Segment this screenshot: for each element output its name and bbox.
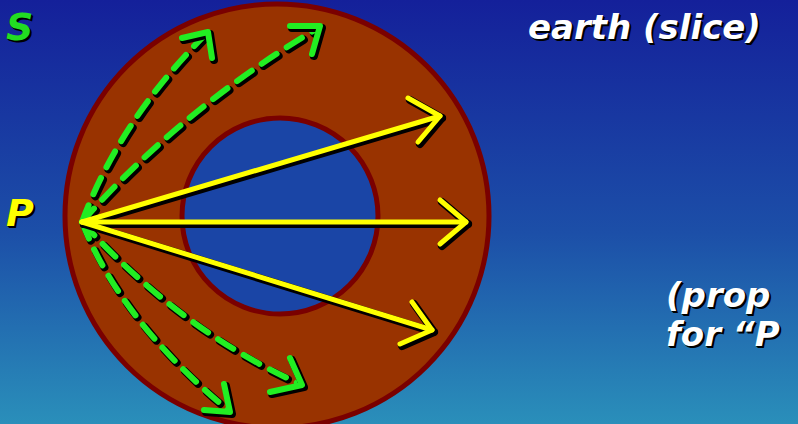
- s-wave-label: S: [6, 6, 33, 50]
- p-wave-rays: [82, 98, 468, 346]
- earth-mantle: [65, 4, 489, 424]
- note-label: (prop for “P: [666, 276, 798, 354]
- title-label: earth (slice): [528, 8, 761, 47]
- p-wave-label: P: [6, 192, 34, 236]
